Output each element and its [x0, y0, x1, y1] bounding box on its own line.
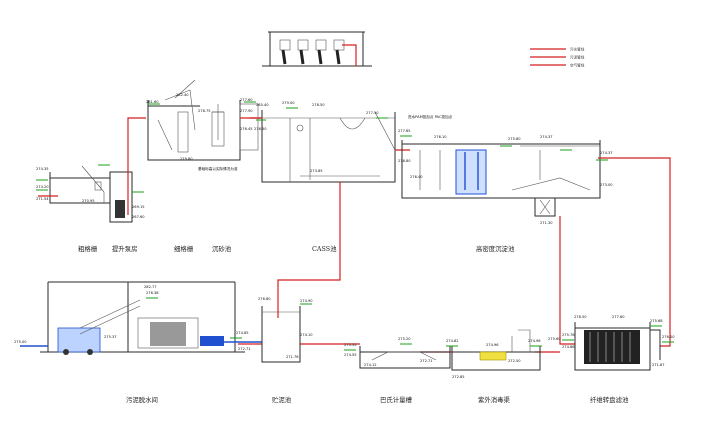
elevation-label: 276.80: [398, 159, 411, 163]
elevation-label: 277.65: [398, 129, 411, 133]
sludge-tank: [261, 300, 301, 363]
elevation-label: 274.35: [36, 167, 49, 171]
elevation-label: 277.50: [366, 111, 379, 115]
elevation-label: 271.87: [652, 363, 665, 367]
elevation-label: 281.60: [146, 100, 159, 104]
caption-cass: CASS池: [312, 244, 337, 253]
elevation-label: 274.10: [300, 333, 313, 337]
caption-uv-disinfection: 紫外消毒渠: [478, 395, 511, 404]
elevation-label: 271.30: [540, 221, 553, 225]
caption-coarse-screen: 粗格栅: [78, 244, 98, 253]
elevation-label: 276.45: [240, 127, 253, 131]
tertiary-treatment: [359, 322, 661, 371]
elevation-label: 272.71: [420, 359, 433, 363]
elevation-label: 274.96: [486, 343, 499, 347]
elevation-label: 277.60: [240, 98, 253, 102]
elevation-label: 274.90: [300, 299, 313, 303]
elevation-label: 274.12: [364, 363, 377, 367]
elevation-label: 279.80: [180, 157, 193, 161]
caption-lift-pump: 提升泵房: [112, 244, 138, 253]
legend: 污水管线 污泥管线 空气管线: [530, 47, 585, 68]
high-density-sedimentation: 进水PAM投加点 PAC投加点: [401, 114, 601, 217]
elevation-label: 274.86: [562, 345, 575, 349]
elevation-label: 273.85: [310, 169, 323, 173]
legend-sludge-label: 污泥管线: [570, 55, 585, 60]
caption-parshall-flume: 巴氏计量槽: [380, 395, 413, 404]
caption-fine-screen: 细格栅: [174, 244, 194, 253]
elevation-label: 277.90: [240, 109, 253, 113]
caption-fiber-filter: 纤维转盘滤池: [590, 395, 629, 404]
caption-grit-chamber: 沉砂池: [212, 244, 232, 253]
main-process-line: [238, 157, 671, 353]
elevation-label: 275.68: [650, 319, 663, 323]
elevation-label: 279.00: [282, 101, 295, 105]
elevation-label: 274.37: [540, 135, 553, 139]
elevation-label: 275.60: [548, 337, 561, 341]
coarse-screen-structure: [38, 117, 146, 223]
elevation-label: 276.10: [434, 135, 447, 139]
elevation-label: 269.15: [132, 205, 145, 209]
cass-tank: [250, 110, 410, 183]
elevation-labels: 274.35 274.20 271.54 270.95 269.15 267.6…: [14, 93, 675, 379]
elevation-label: 276.40: [410, 175, 423, 179]
elevation-label: 278.50: [312, 103, 325, 107]
elevation-label: 274.82: [446, 339, 459, 343]
legend-gas-label: 空气管线: [570, 63, 585, 68]
elevation-label: 275.20: [398, 337, 411, 341]
blower-room: [262, 31, 372, 67]
elevation-label: 274.85: [236, 331, 249, 335]
elevation-label: 271.76: [286, 355, 299, 359]
elevation-label: 275.37: [104, 335, 117, 339]
legend-water-label: 污水管线: [570, 47, 585, 52]
elevation-label: 270.95: [82, 199, 95, 203]
elevation-label: 276.80: [258, 297, 271, 301]
sed-note: 进水PAM投加点 PAC投加点: [408, 114, 453, 119]
elevation-label: 271.54: [36, 197, 49, 201]
elevation-label: 275.00: [14, 340, 27, 344]
elevation-label: 275.55: [344, 343, 357, 347]
elevation-label: 274.55: [344, 353, 357, 357]
water-level-marks: [36, 101, 674, 351]
elevation-label: 276.50: [254, 127, 267, 131]
sludge-dewatering-house: [20, 281, 262, 355]
elevation-label: 272.85: [452, 375, 465, 379]
elevation-label: 278.75: [198, 109, 211, 113]
elevation-label: 272.71: [238, 347, 251, 351]
fine-screen-structure: 基础标高以实际情况为准: [147, 79, 262, 171]
elevation-label: 277.60: [612, 315, 625, 319]
elevation-label: 280.40: [256, 103, 269, 107]
elevation-label: 267.60: [132, 215, 145, 219]
elevation-label: 278.50: [574, 315, 587, 319]
elevation-label: 274.20: [36, 185, 49, 189]
caption-high-density-sedimentation: 高密度沉淀池: [476, 244, 515, 253]
fine-screen-note: 基础标高以实际情况为准: [198, 166, 238, 171]
elevation-label: 273.00: [600, 183, 613, 187]
elevation-label: 272.50: [508, 359, 521, 363]
caption-sludge-tank: 贮泥池: [272, 395, 292, 404]
elevation-label: 274.37: [600, 151, 613, 155]
elevation-label: 282.77: [144, 285, 157, 289]
elevation-label: 282.40: [176, 93, 189, 97]
elevation-label: 276.00: [662, 335, 675, 339]
elevation-label: 274.96: [528, 339, 541, 343]
elevation-label: 275.76: [562, 333, 575, 337]
structure-captions: 粗格栅 提升泵房 细格栅 沉砂池 CASS池 高密度沉淀池 污泥脱水间 贮泥池 …: [78, 244, 629, 404]
elevation-label: 276.38: [146, 291, 159, 295]
elevation-label: 275.80: [508, 137, 521, 141]
caption-sludge-dewatering: 污泥脱水间: [126, 395, 158, 404]
